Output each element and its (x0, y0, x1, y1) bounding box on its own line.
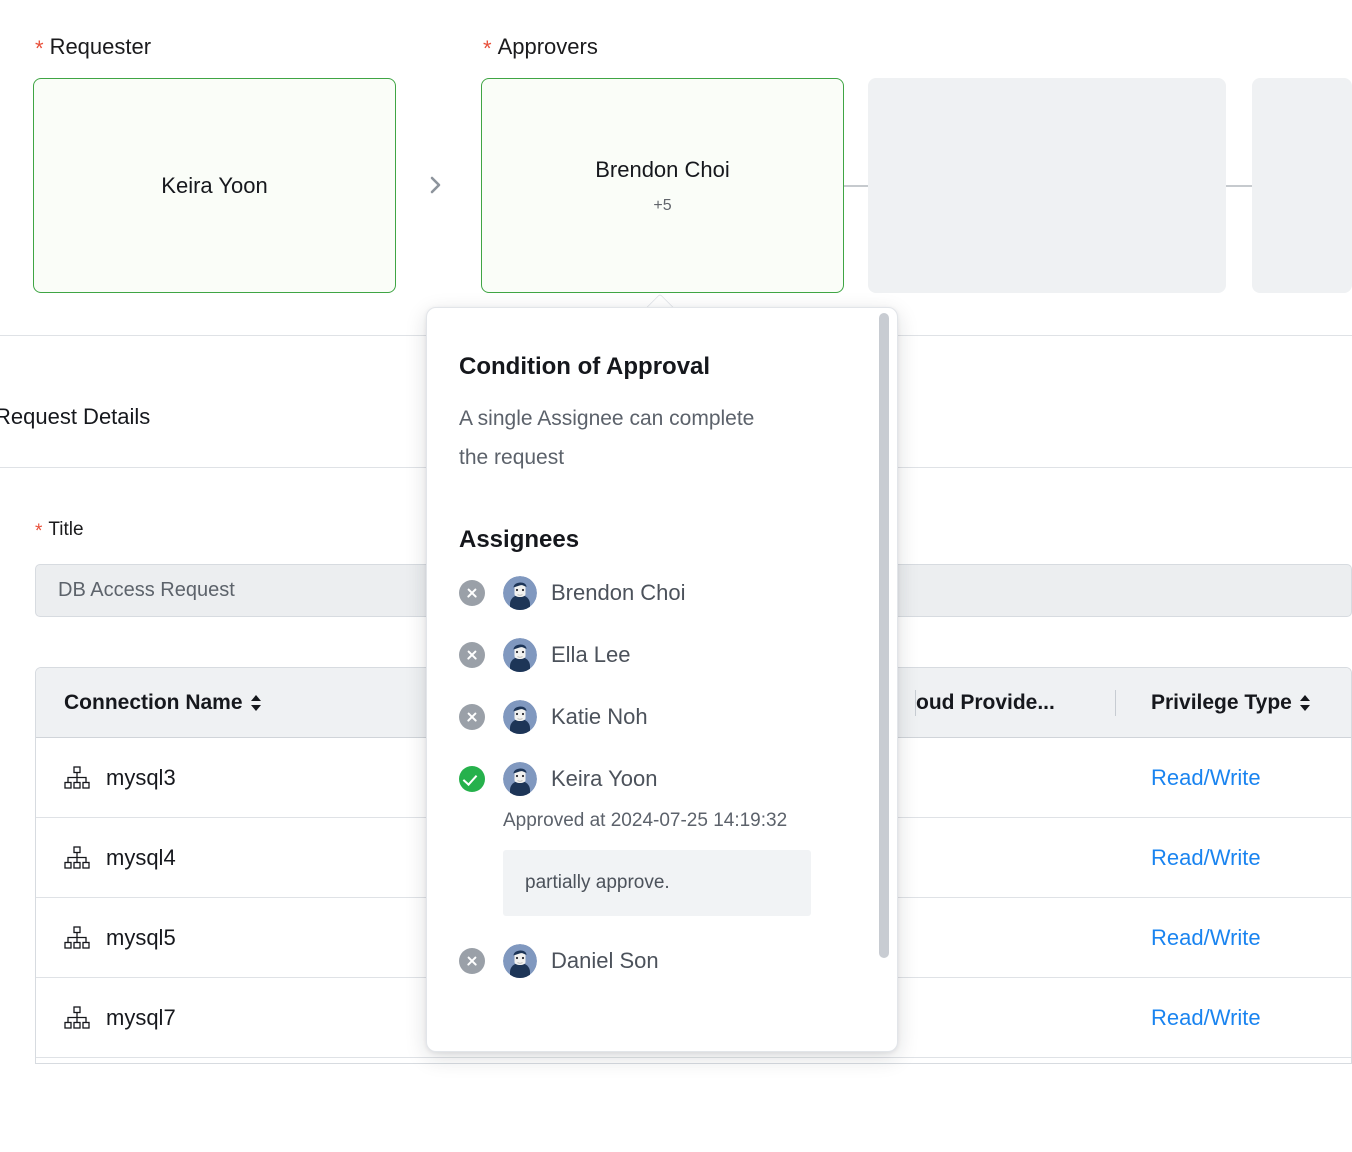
assignee-item: Ella Lee (459, 637, 863, 672)
cell-cloud-provider (916, 898, 1116, 977)
assignee-name: Daniel Son (551, 947, 659, 973)
user-avatar (503, 575, 537, 610)
cell-cloud-provider (916, 738, 1116, 817)
assignee-row: Katie Noh (459, 699, 863, 734)
flow-connector-2 (1226, 185, 1252, 187)
column-divider (915, 690, 916, 716)
column-header-connection-name[interactable]: Connection Name (36, 668, 916, 737)
requester-label: *Requester (35, 34, 152, 61)
column-header-privilege-type[interactable]: Privilege Type (1116, 668, 1351, 737)
popover-content: Condition of Approval A single Assignee … (427, 308, 897, 1051)
sitemap-icon (64, 1005, 90, 1029)
popover-title: Condition of Approval (459, 353, 711, 380)
cell-connection-name: mysql4 (36, 818, 916, 897)
popover-tail (646, 293, 674, 308)
approvers-label: *Approvers (483, 34, 598, 61)
column-header-cloud-provider[interactable]: oud Provide... (916, 668, 1116, 737)
user-avatar (503, 699, 537, 734)
user-avatar (503, 943, 537, 978)
placeholder-node-2[interactable] (1252, 78, 1352, 293)
requester-node-content: Keira Yoon (34, 172, 395, 198)
cell-privilege-type[interactable]: Read/Write (1151, 1004, 1261, 1030)
connection-name-text: mysql7 (106, 1004, 176, 1030)
assignee-name: Keira Yoon (551, 765, 658, 791)
assignee-row: Brendon Choi (459, 575, 863, 610)
popover-scrollbar-thumb[interactable] (879, 313, 889, 958)
placeholder-node-1[interactable] (868, 78, 1226, 293)
avatar (503, 761, 537, 796)
flow-connector-1 (844, 185, 868, 187)
sitemap-icon (64, 845, 90, 869)
approver-extra-count: +5 (653, 196, 672, 214)
assignee-item: Katie Noh (459, 699, 863, 734)
required-asterisk: * (35, 36, 44, 61)
x-circle-icon[interactable] (459, 579, 485, 606)
connection-name-text: mysql5 (106, 924, 176, 950)
cell-connection-name: mysql5 (36, 898, 916, 977)
assignee-item: Daniel Son (459, 943, 863, 978)
condition-of-approval-popover: Condition of Approval A single Assignee … (426, 307, 898, 1052)
cell-connection-name: mysql3 (36, 738, 916, 817)
avatar (503, 637, 537, 672)
user-avatar (503, 761, 537, 796)
assignees-heading: Assignees (459, 525, 580, 553)
avatar (503, 575, 537, 610)
requester-node[interactable]: Keira Yoon (33, 78, 396, 293)
approved-at-timestamp: Approved at 2024-07-25 14:19:32 (503, 809, 788, 831)
cell-cloud-provider (916, 818, 1116, 897)
x-circle-icon[interactable] (459, 641, 485, 668)
cell-privilege-type[interactable]: Read/Write (1151, 924, 1261, 950)
avatar (503, 699, 537, 734)
required-asterisk: * (483, 36, 492, 61)
check-circle-icon[interactable] (459, 765, 485, 792)
connection-name-text: mysql3 (106, 764, 176, 790)
avatar (503, 943, 537, 978)
sitemap-icon (64, 765, 90, 789)
required-asterisk: * (35, 521, 43, 542)
sort-icon[interactable] (1299, 693, 1311, 713)
assignee-item: Brendon Choi (459, 575, 863, 610)
connection-name-text: mysql4 (106, 844, 176, 870)
approver-name: Brendon Choi (595, 156, 730, 182)
x-circle-icon[interactable] (459, 703, 485, 730)
assignee-row: Daniel Son (459, 943, 863, 978)
table-row[interactable]: mysql7 Read/Write (36, 978, 1351, 1058)
approvers-node-content: Brendon Choi +5 (482, 156, 843, 214)
user-avatar (503, 637, 537, 672)
cell-connection-name: mysql7 (36, 978, 916, 1057)
approvers-node[interactable]: Brendon Choi +5 (481, 78, 844, 293)
chevron-right-icon (430, 176, 441, 194)
assignee-row: Ella Lee (459, 637, 863, 672)
approval-comment: partially approve. (503, 849, 811, 916)
sort-icon[interactable] (250, 693, 262, 713)
cell-privilege-type[interactable]: Read/Write (1151, 764, 1261, 790)
requester-name: Keira Yoon (161, 172, 268, 198)
approval-flow: *Requester *Approvers Keira Yoon Brendon… (0, 0, 1352, 335)
assignee-name: Ella Lee (551, 641, 631, 667)
column-divider (1115, 690, 1116, 716)
title-field-label: *Title (35, 519, 84, 542)
section-title-request-details: Request Details (0, 404, 151, 429)
popover-description: A single Assignee can complete the reque… (459, 407, 755, 469)
assignee-name: Katie Noh (551, 703, 648, 729)
cell-cloud-provider (916, 978, 1116, 1057)
x-circle-icon[interactable] (459, 947, 485, 974)
assignee-name: Brendon Choi (551, 579, 686, 605)
assignee-row: Keira Yoon (459, 761, 863, 796)
sitemap-icon (64, 925, 90, 949)
cell-privilege-type[interactable]: Read/Write (1151, 844, 1261, 870)
